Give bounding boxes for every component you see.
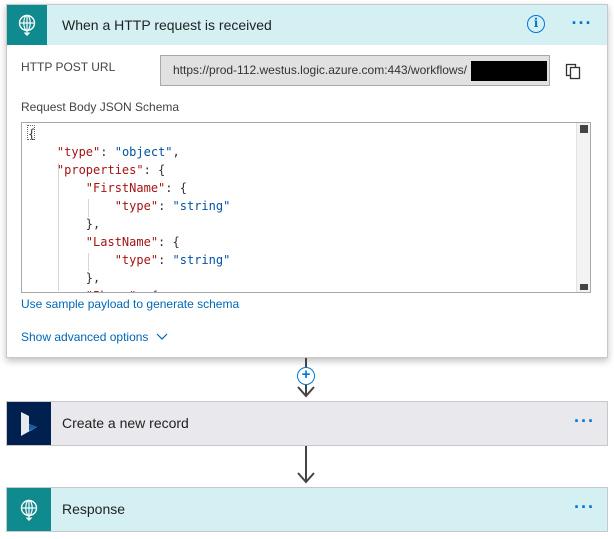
add-step-button[interactable]: + (297, 367, 315, 385)
code-token (28, 217, 86, 231)
create-record-card[interactable]: Create a new record ··· (6, 401, 608, 446)
trigger-header[interactable]: When a HTTP request is received i ··· (7, 5, 607, 45)
code-token: "type" (114, 199, 159, 213)
code-line: "type": "string" (28, 197, 231, 215)
code-line: "type": "string" (28, 251, 231, 269)
code-token: : (100, 145, 115, 159)
code-token: : (158, 253, 173, 267)
code-token (28, 235, 86, 249)
code-token (28, 253, 115, 267)
response-card[interactable]: Response ··· (6, 487, 608, 532)
create-record-title: Create a new record (62, 415, 189, 431)
scroll-up-marker (580, 125, 588, 133)
globe-request-icon (7, 5, 47, 45)
code-token: "type" (56, 145, 101, 159)
code-token: : { (136, 289, 158, 292)
code-token: }, (85, 217, 101, 231)
dynamics-logo-icon (7, 402, 51, 445)
code-token: { (28, 127, 36, 141)
url-label: HTTP POST URL (21, 60, 116, 74)
code-token: "string" (172, 253, 231, 267)
more-options-icon[interactable]: ··· (574, 411, 595, 431)
code-line: "Phone": { (28, 287, 158, 292)
code-line: "LastName": { (28, 233, 180, 251)
connector-line (305, 446, 307, 481)
show-advanced-options-link[interactable]: Show advanced options (21, 330, 168, 344)
code-token (28, 163, 57, 177)
code-token: "Phone" (86, 289, 137, 292)
schema-editor[interactable]: { "type": "object", "properties": { "Fir… (21, 122, 591, 293)
code-line: "properties": { (28, 161, 165, 179)
code-line: }, (28, 269, 100, 287)
indent-guide (88, 199, 89, 217)
indent-guide (88, 253, 89, 271)
indent-guide (58, 163, 59, 291)
code-token: "string" (172, 199, 231, 213)
text-cursor (27, 125, 35, 140)
advanced-options-label: Show advanced options (21, 330, 149, 344)
url-redaction (471, 61, 547, 81)
chevron-down-icon (156, 333, 168, 340)
info-icon[interactable]: i (527, 15, 545, 33)
code-line: { (28, 125, 35, 143)
code-token (28, 199, 115, 213)
code-token (28, 271, 86, 285)
code-token: , (172, 145, 180, 159)
schema-label: Request Body JSON Schema (21, 100, 180, 114)
code-token: : { (143, 163, 166, 177)
trigger-title: When a HTTP request is received (62, 17, 272, 33)
globe-request-icon (7, 488, 51, 531)
more-options-icon[interactable]: ··· (574, 497, 595, 517)
url-value: https://prod-112.westus.logic.azure.com:… (173, 63, 467, 77)
code-token: : { (158, 235, 180, 249)
trigger-card: When a HTTP request is received i ··· HT… (6, 4, 608, 358)
sample-payload-link[interactable]: Use sample payload to generate schema (21, 297, 240, 311)
more-options-icon[interactable]: ··· (571, 13, 593, 33)
code-token: "properties" (56, 163, 144, 177)
code-token: "LastName" (85, 235, 159, 249)
url-field[interactable]: https://prod-112.westus.logic.azure.com:… (160, 55, 550, 86)
code-token: "type" (114, 253, 159, 267)
arrow-down-icon (297, 386, 315, 398)
code-token (28, 289, 86, 292)
code-token: "object" (114, 145, 173, 159)
editor-scrollbar[interactable] (576, 123, 590, 292)
code-token: : (158, 199, 173, 213)
code-token: "FirstName" (85, 181, 166, 195)
code-token (28, 181, 86, 195)
response-title: Response (62, 501, 126, 517)
scroll-down-marker (580, 284, 588, 290)
code-line: "type": "object", (28, 143, 180, 161)
arrow-down-icon (297, 472, 315, 484)
copy-icon[interactable] (564, 62, 582, 80)
code-token: }, (85, 271, 101, 285)
code-line: "FirstName": { (28, 179, 187, 197)
code-token: : { (165, 181, 187, 195)
code-line: }, (28, 215, 100, 233)
code-token (28, 145, 57, 159)
